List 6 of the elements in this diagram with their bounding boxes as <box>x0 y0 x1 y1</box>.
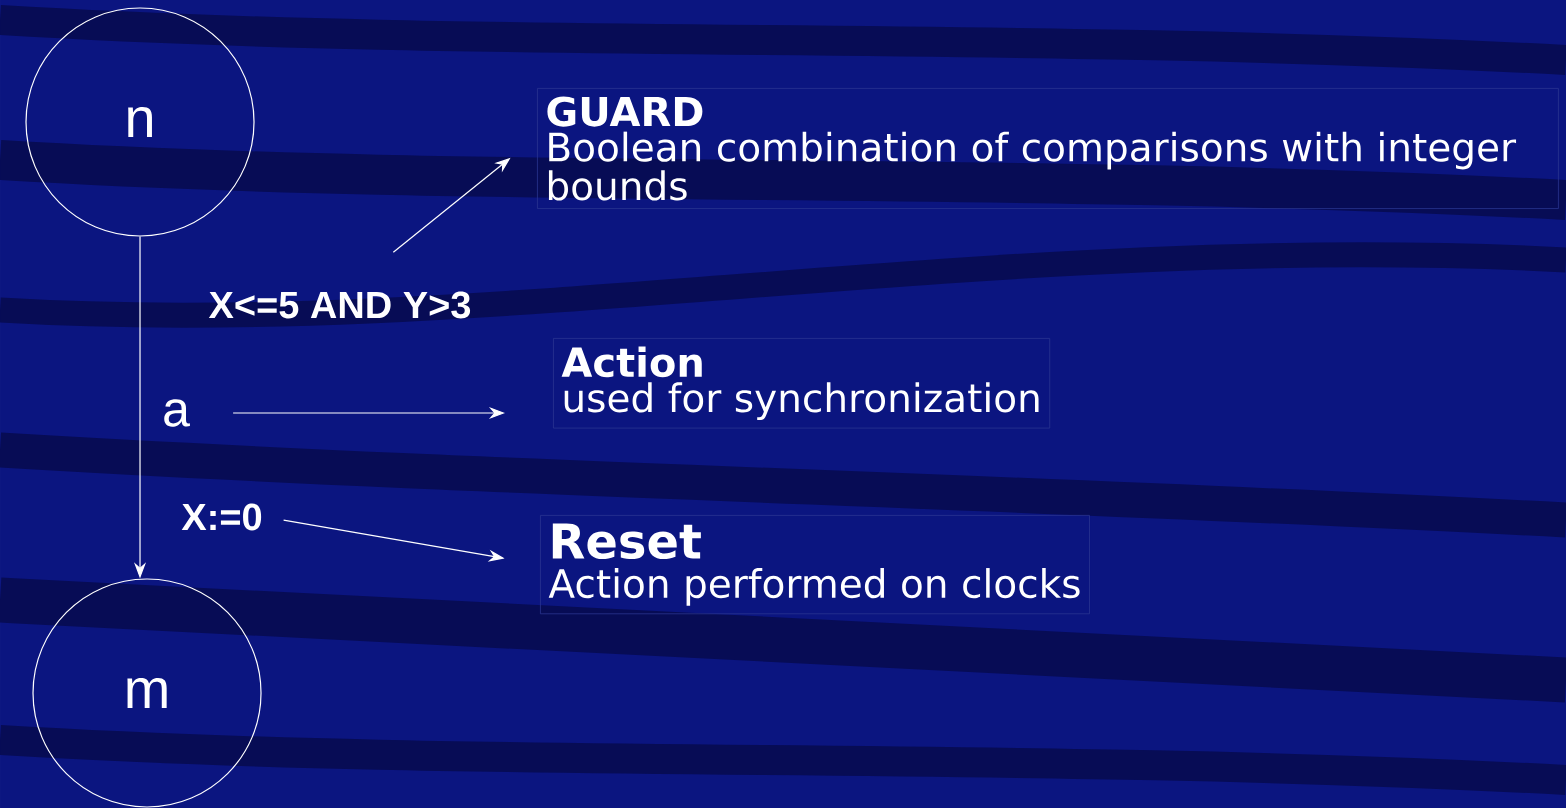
edge-label: a <box>164 399 190 427</box>
annotation-box: Reset Action performed on clocks <box>540 515 1090 615</box>
annotation-box: Action used for synchronization <box>553 338 1051 429</box>
edge-label: X<=5 AND Y>3 <box>208 291 471 319</box>
edge-label: X:=0 <box>181 503 262 531</box>
annotation-box: GUARD Boolean combination of comparisons with integer bounds <box>537 88 1559 209</box>
